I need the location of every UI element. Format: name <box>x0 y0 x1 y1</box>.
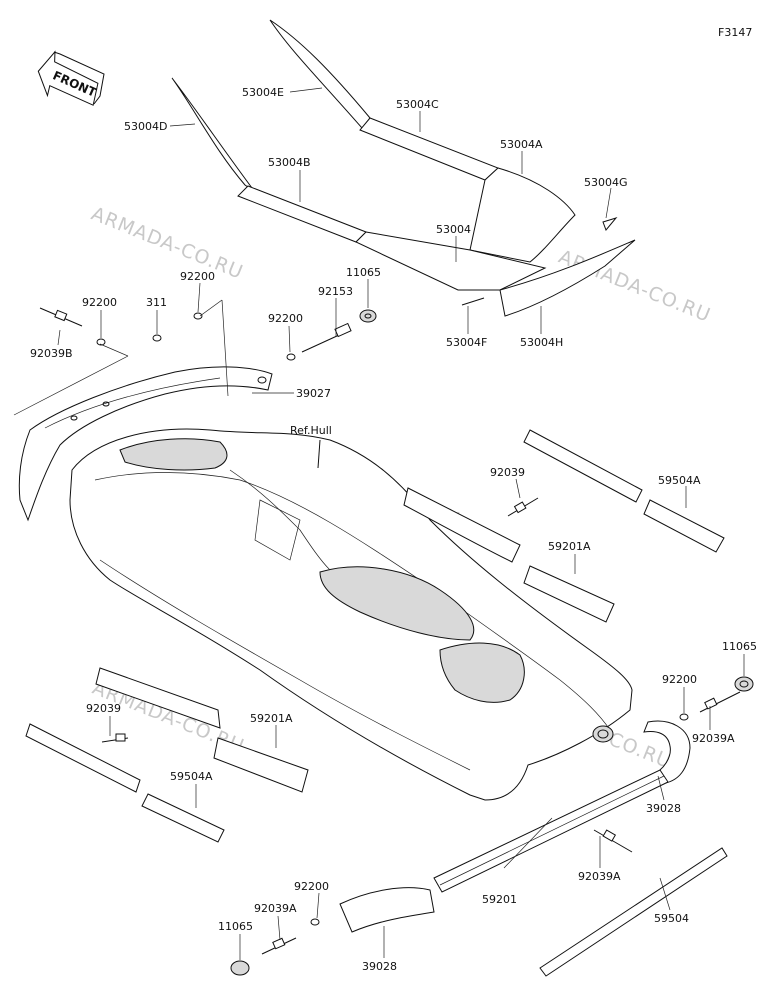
mat-53004A <box>469 167 576 263</box>
bolt-92039A-right <box>699 691 741 713</box>
watermark: ARMADA-CO.RU <box>88 203 246 284</box>
bolt-92039-right <box>507 497 539 517</box>
grommet-11065-bottom <box>230 960 250 976</box>
callout-311: 311 <box>146 296 167 309</box>
mat-53004E <box>269 19 371 129</box>
callout-59504A-left: 59504A <box>170 770 213 783</box>
callout-92153: 92153 <box>318 285 353 298</box>
grommet-11065-right <box>734 676 754 692</box>
figure-code: F3147 <box>718 26 752 39</box>
grommet-11065-top <box>359 309 377 323</box>
strip-59201A-left <box>213 737 309 793</box>
callout-92039A-right: 92039A <box>692 732 735 745</box>
callout-53004G: 53004G <box>584 176 628 189</box>
washer-92200-c <box>96 338 106 346</box>
leader-lines <box>13 87 745 960</box>
callout-39028-right: 39028 <box>646 802 681 815</box>
callout-59201A-left: 59201A <box>250 712 293 725</box>
washer-92200-a <box>286 353 296 361</box>
callout-92039-right: 92039 <box>490 466 525 479</box>
callout-92200-b: 92200 <box>180 270 215 283</box>
callout-59201: 59201 <box>482 893 517 906</box>
callout-53004A: 53004A <box>500 138 543 151</box>
callout-39028-bottom: 39028 <box>362 960 397 973</box>
callout-92200-c: 92200 <box>82 296 117 309</box>
mat-53004F <box>461 297 485 306</box>
callout-92200-a: 92200 <box>268 312 303 325</box>
watermark: ARMADA-CO.RU <box>556 246 714 327</box>
mat-53004C <box>359 117 499 181</box>
callout-92039B: 92039B <box>30 347 73 360</box>
bolt-92039A-mid <box>593 829 633 853</box>
callout-11065-top: 11065 <box>346 266 381 279</box>
callout-92200-bottom: 92200 <box>294 880 329 893</box>
callout-53004H: 53004H <box>520 336 563 349</box>
bolt-92039-left <box>101 733 129 743</box>
strip-59201A-left-long <box>95 667 221 729</box>
callout-53004F: 53004F <box>446 336 487 349</box>
callout-59201A-right: 59201A <box>548 540 591 553</box>
callout-92039-left: 92039 <box>86 702 121 715</box>
svg-text:ARMADA-CO.RU: ARMADA-CO.RU <box>556 246 714 327</box>
mat-53004G <box>602 217 618 231</box>
strip-59504A-right <box>643 499 725 553</box>
callout-53004: 53004 <box>436 223 471 236</box>
bolt-92153 <box>301 322 352 353</box>
callout-59504A-right: 59504A <box>658 474 701 487</box>
callout-53004D: 53004D <box>124 120 167 133</box>
bolt-92039A-bottom <box>261 937 297 955</box>
mat-53004B <box>237 185 367 243</box>
bumper-39028-bottom <box>339 887 435 933</box>
strip-59504A-left <box>141 793 225 843</box>
bumper-39027 <box>18 366 273 522</box>
strip-59504A-left-long <box>25 723 141 793</box>
front-arrow-icon: FRONT <box>37 50 105 106</box>
callout-53004E: 53004E <box>242 86 284 99</box>
callout-53004C: 53004C <box>396 98 439 111</box>
nut-311 <box>152 334 162 342</box>
callout-11065-right: 11065 <box>722 640 757 653</box>
svg-text:ARMADA-CO.RU: ARMADA-CO.RU <box>88 203 246 284</box>
bolt-92039B <box>39 307 83 327</box>
washer-92200-bottom <box>310 918 320 926</box>
mat-53004H <box>499 239 636 317</box>
callout-53004B: 53004B <box>268 156 311 169</box>
strip-59201A-right-long <box>403 487 521 563</box>
hull <box>69 428 633 801</box>
callout-92039A-mid: 92039A <box>578 870 621 883</box>
strip-59201A-right <box>523 565 615 623</box>
strip-59504A-right-long <box>523 429 643 503</box>
washer-92200-right <box>679 713 689 721</box>
callout-11065-bottom: 11065 <box>218 920 253 933</box>
callout-59504: 59504 <box>654 912 689 925</box>
washer-92200-b <box>193 312 203 320</box>
callout-39027: 39027 <box>296 387 331 400</box>
callout-92039A-bottom: 92039A <box>254 902 297 915</box>
ref-hull-label: Ref.Hull <box>290 424 332 437</box>
strip-59201 <box>433 769 669 893</box>
callout-92200-right: 92200 <box>662 673 697 686</box>
strip-59504 <box>539 847 728 977</box>
